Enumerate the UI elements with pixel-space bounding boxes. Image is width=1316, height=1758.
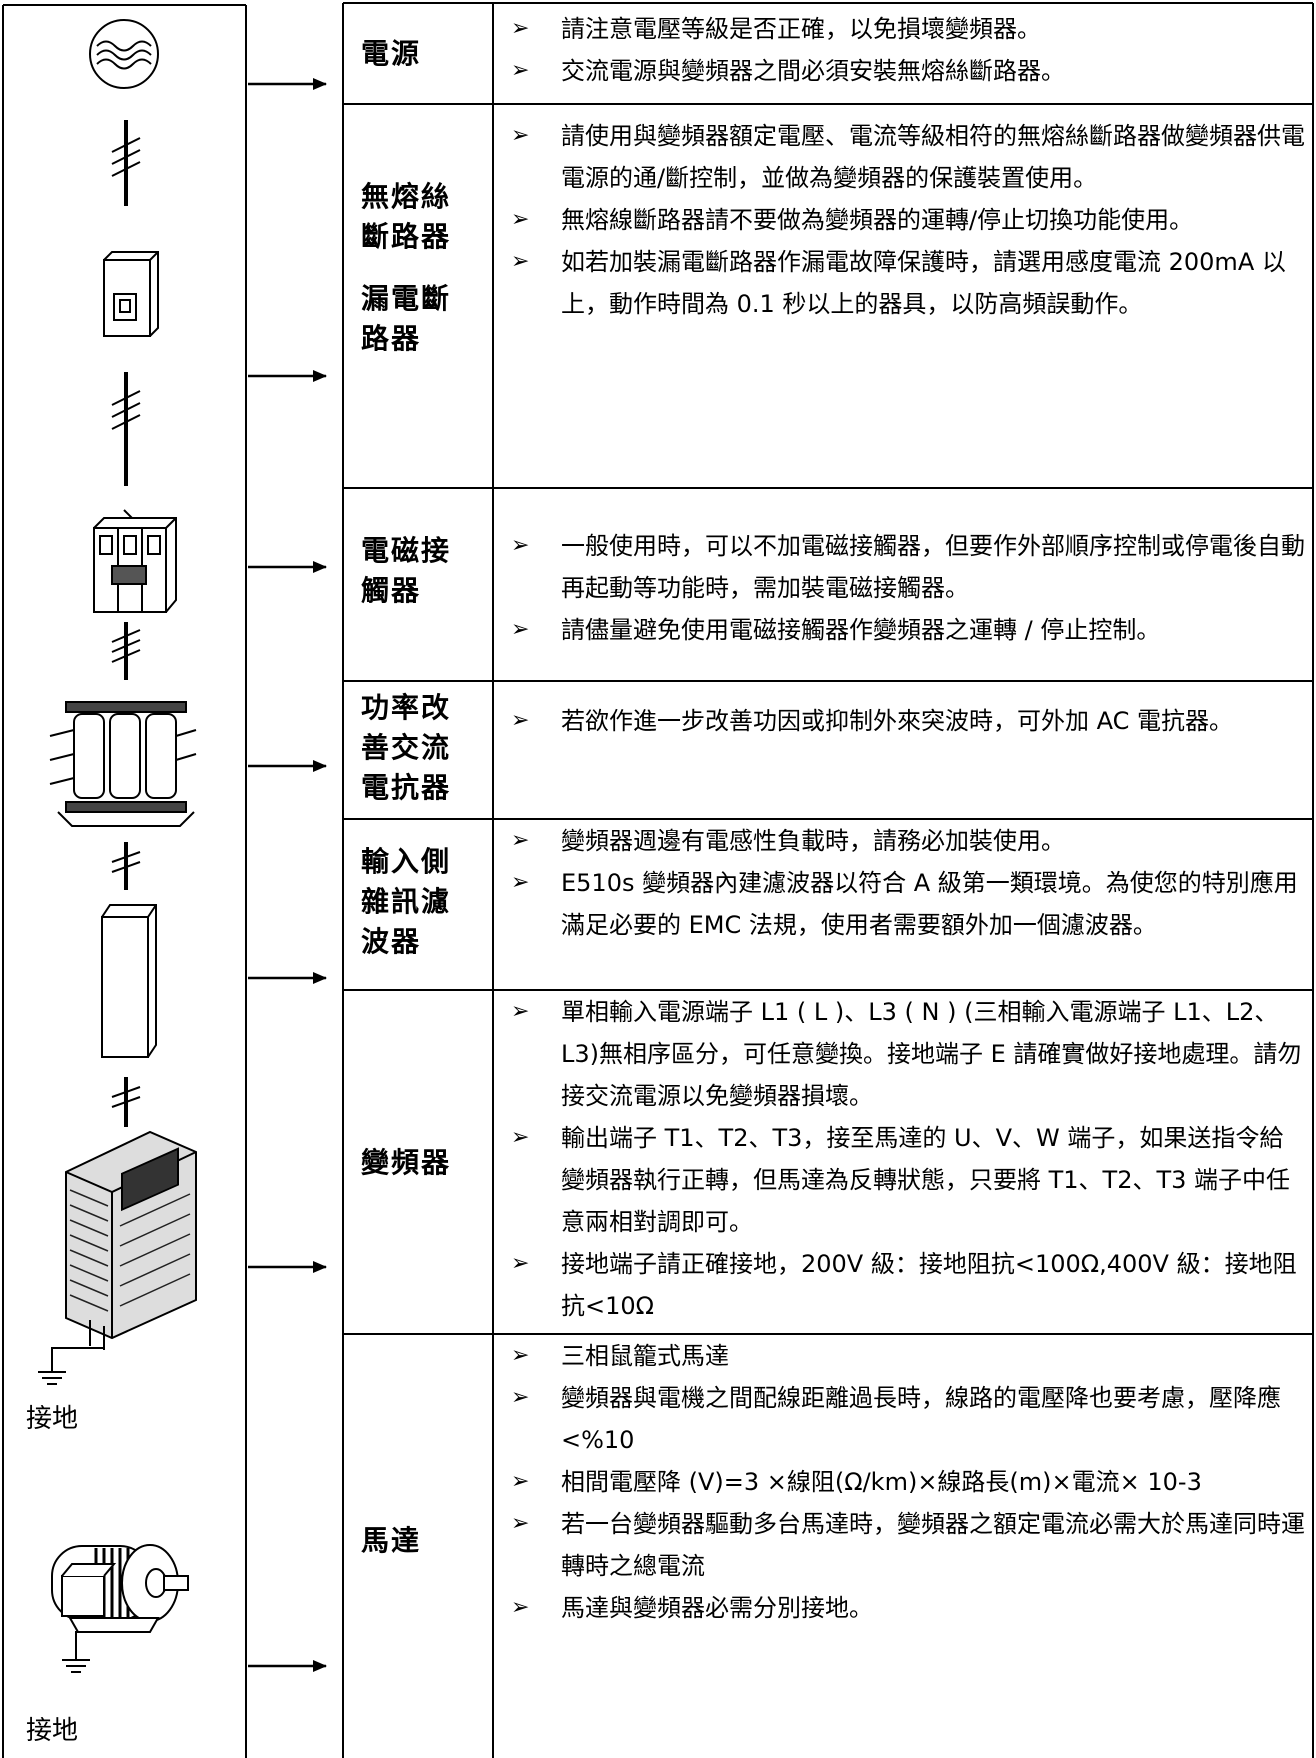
bullet-arrow-icon: ➢ [511, 870, 530, 895]
table-row-filter: 輸入側 雜訊濾 波器 ➢ 變頻器週邊有電感性負載時，請務必加裝使用。 ➢ E510s… [343, 820, 1313, 990]
row-name: 馬達 [361, 1524, 422, 1557]
list-item: 請使用與變頻器額定電壓、電流等級相符的無熔絲斷路器做變頻器供電電源的通/斷控制，… [561, 122, 1305, 192]
bullet-arrow-icon: ➢ [511, 1385, 530, 1410]
table-row-breaker: 無熔絲 斷路器 漏電斷 路器 ➢ 請使用與變頻器額定電壓、電流等級相符的無熔絲斷路… [343, 105, 1313, 488]
list-item: E510s 變頻器內建濾波器以符合 A 級第一類環境。為使您的特別應用滿足必要的… [561, 869, 1298, 939]
bullet-arrow-icon: ➢ [511, 58, 530, 83]
list-item: 若欲作進一步改善功因或抑制外來突波時，可外加 AC 電抗器。 [561, 707, 1234, 735]
list-item: 相間電壓降 (V)=3 ×線阻(Ω/km)×線路長(m)×電流× 10-3 [561, 1468, 1202, 1496]
ground-label: 接地 [26, 1716, 79, 1746]
arrows [248, 78, 327, 1672]
contactor-icon [93, 509, 177, 613]
table-grid [342, 2, 1314, 1758]
ac-reactor-icon [49, 701, 197, 827]
bullet-arrow-icon: ➢ [511, 249, 530, 274]
bullet-arrow-icon: ➢ [511, 1469, 530, 1494]
row-name: 電源 [361, 37, 422, 70]
three-phase-wire-icon [111, 372, 141, 486]
bullet-arrow-icon: ➢ [511, 828, 530, 853]
ground-symbol-icon [38, 1338, 105, 1385]
row-items: ➢ 單相輸入電源端子 L1 ( L )、L3 ( N ) (三相輸入電源端子 L1… [493, 991, 1313, 1334]
table-row-reactor: 功率改 善交流 電抗器 ➢ 若欲作進一步改善功因或抑制外來突波時，可外加 AC 電… [343, 682, 1313, 819]
list-item: 單相輸入電源端子 L1 ( L )、L3 ( N ) (三相輸入電源端子 L1、… [561, 998, 1302, 1110]
list-item: 若一台變頻器驅動多台馬達時，變頻器之額定電流必需大於馬達同時運轉時之總電流 [561, 1510, 1305, 1580]
list-item: 馬達與變頻器必需分別接地。 [561, 1594, 873, 1622]
row-name: 無熔絲 斷路器 漏電斷 路器 [361, 180, 452, 355]
inverter-icon [65, 1130, 197, 1350]
row-items: ➢ 若欲作進一步改善功因或抑制外來突波時，可外加 AC 電抗器。 [493, 682, 1313, 819]
list-item: 交流電源與變頻器之間必須安裝無熔絲斷路器。 [561, 57, 1065, 85]
table-row-power: 電源 ➢ 請注意電壓等級是否正確，以免損壞變頻器。 ➢ 交流電源與變頻器之間必須安裝… [343, 4, 1313, 104]
bullet-arrow-icon: ➢ [511, 1125, 530, 1150]
bullet-arrow-icon: ➢ [511, 207, 530, 232]
row-items: ➢ 變頻器週邊有電感性負載時，請務必加裝使用。 ➢ E510s 變頻器內建濾波器以符… [493, 820, 1313, 990]
three-phase-wire-icon [111, 842, 141, 890]
bullet-arrow-icon: ➢ [511, 617, 530, 642]
ac-source-icon [89, 19, 159, 89]
list-item: 一般使用時，可以不加電磁接觸器，但要作外部順序控制或停電後自動再起動等功能時，需… [561, 532, 1305, 602]
three-phase-wire-icon [111, 1077, 141, 1127]
three-phase-wire-icon [111, 622, 141, 680]
table-row-inverter: 變頻器 ➢ 單相輸入電源端子 L1 ( L )、L3 ( N ) (三相輸入電源端… [343, 991, 1313, 1334]
motor-icon [51, 1544, 189, 1633]
bullet-arrow-icon: ➢ [511, 999, 530, 1024]
row-name: 電磁接 觸器 [361, 534, 452, 607]
list-item: 請儘量避免使用電磁接觸器作變頻器之運轉 / 停止控制。 [561, 616, 1161, 644]
row-name: 功率改 善交流 電抗器 [361, 691, 452, 804]
list-item: 三相鼠籠式馬達 [561, 1342, 729, 1370]
table-row-contactor: 電磁接 觸器 ➢ 一般使用時，可以不加電磁接觸器，但要作外部順序控制或停電後自動再… [343, 489, 1313, 681]
row-items: ➢ 一般使用時，可以不加電磁接觸器，但要作外部順序控制或停電後自動再起動等功能時，… [493, 489, 1313, 681]
ground-label: 接地 [26, 1404, 79, 1434]
bullet-arrow-icon: ➢ [511, 708, 530, 733]
list-item: 接地端子請正確接地，200V 級：接地阻抗<100Ω,400V 級：接地阻抗<1… [561, 1250, 1297, 1320]
bullet-arrow-icon: ➢ [511, 1251, 530, 1276]
circuit-breaker-icon [103, 251, 159, 337]
bullet-arrow-icon: ➢ [511, 533, 530, 558]
bullet-arrow-icon: ➢ [511, 1511, 530, 1536]
three-phase-wire-icon [111, 120, 141, 206]
bullet-arrow-icon: ➢ [511, 1595, 530, 1620]
list-item: 如若加裝漏電斷路器作漏電故障保護時，請選用感度電流 200mA 以上，動作時間為… [561, 248, 1286, 318]
list-item: 無熔線斷路器請不要做為變頻器的運轉/停止切換功能使用。 [561, 206, 1194, 234]
row-name: 變頻器 [361, 1145, 452, 1179]
bullet-arrow-icon: ➢ [511, 16, 530, 41]
list-item: 變頻器週邊有電感性負載時，請務必加裝使用。 [561, 827, 1065, 855]
bullet-arrow-icon: ➢ [511, 123, 530, 148]
row-name: 輸入側 雜訊濾 波器 [361, 845, 452, 958]
table-row-motor: 馬達 ➢ 三相鼠籠式馬達 ➢ 變頻器與電機之間配線距離過長時，線路的電壓降也要考慮，… [343, 1335, 1313, 1758]
bullet-arrow-icon: ➢ [511, 1343, 530, 1368]
row-items: ➢ 三相鼠籠式馬達 ➢ 變頻器與電機之間配線距離過長時，線路的電壓降也要考慮，壓降應… [493, 1335, 1313, 1758]
row-items: ➢ 請注意電壓等級是否正確，以免損壞變頻器。 ➢ 交流電源與變頻器之間必須安裝無熔絲… [493, 4, 1313, 104]
list-item: 請注意電壓等級是否正確，以免損壞變頻器。 [561, 15, 1041, 43]
noise-filter-icon [101, 904, 157, 1058]
list-item: 變頻器與電機之間配線距離過長時，線路的電壓降也要考慮，壓降應<%10 [561, 1384, 1281, 1454]
row-items: ➢ 請使用與變頻器額定電壓、電流等級相符的無熔絲斷路器做變頻器供電電源的通/斷控制… [493, 105, 1313, 488]
list-item: 輸出端子 T1、T2、T3，接至馬達的 U、V、W 端子，如果送指令給變頻器執行… [561, 1124, 1291, 1236]
three-phase-wire-icons [111, 120, 141, 1127]
